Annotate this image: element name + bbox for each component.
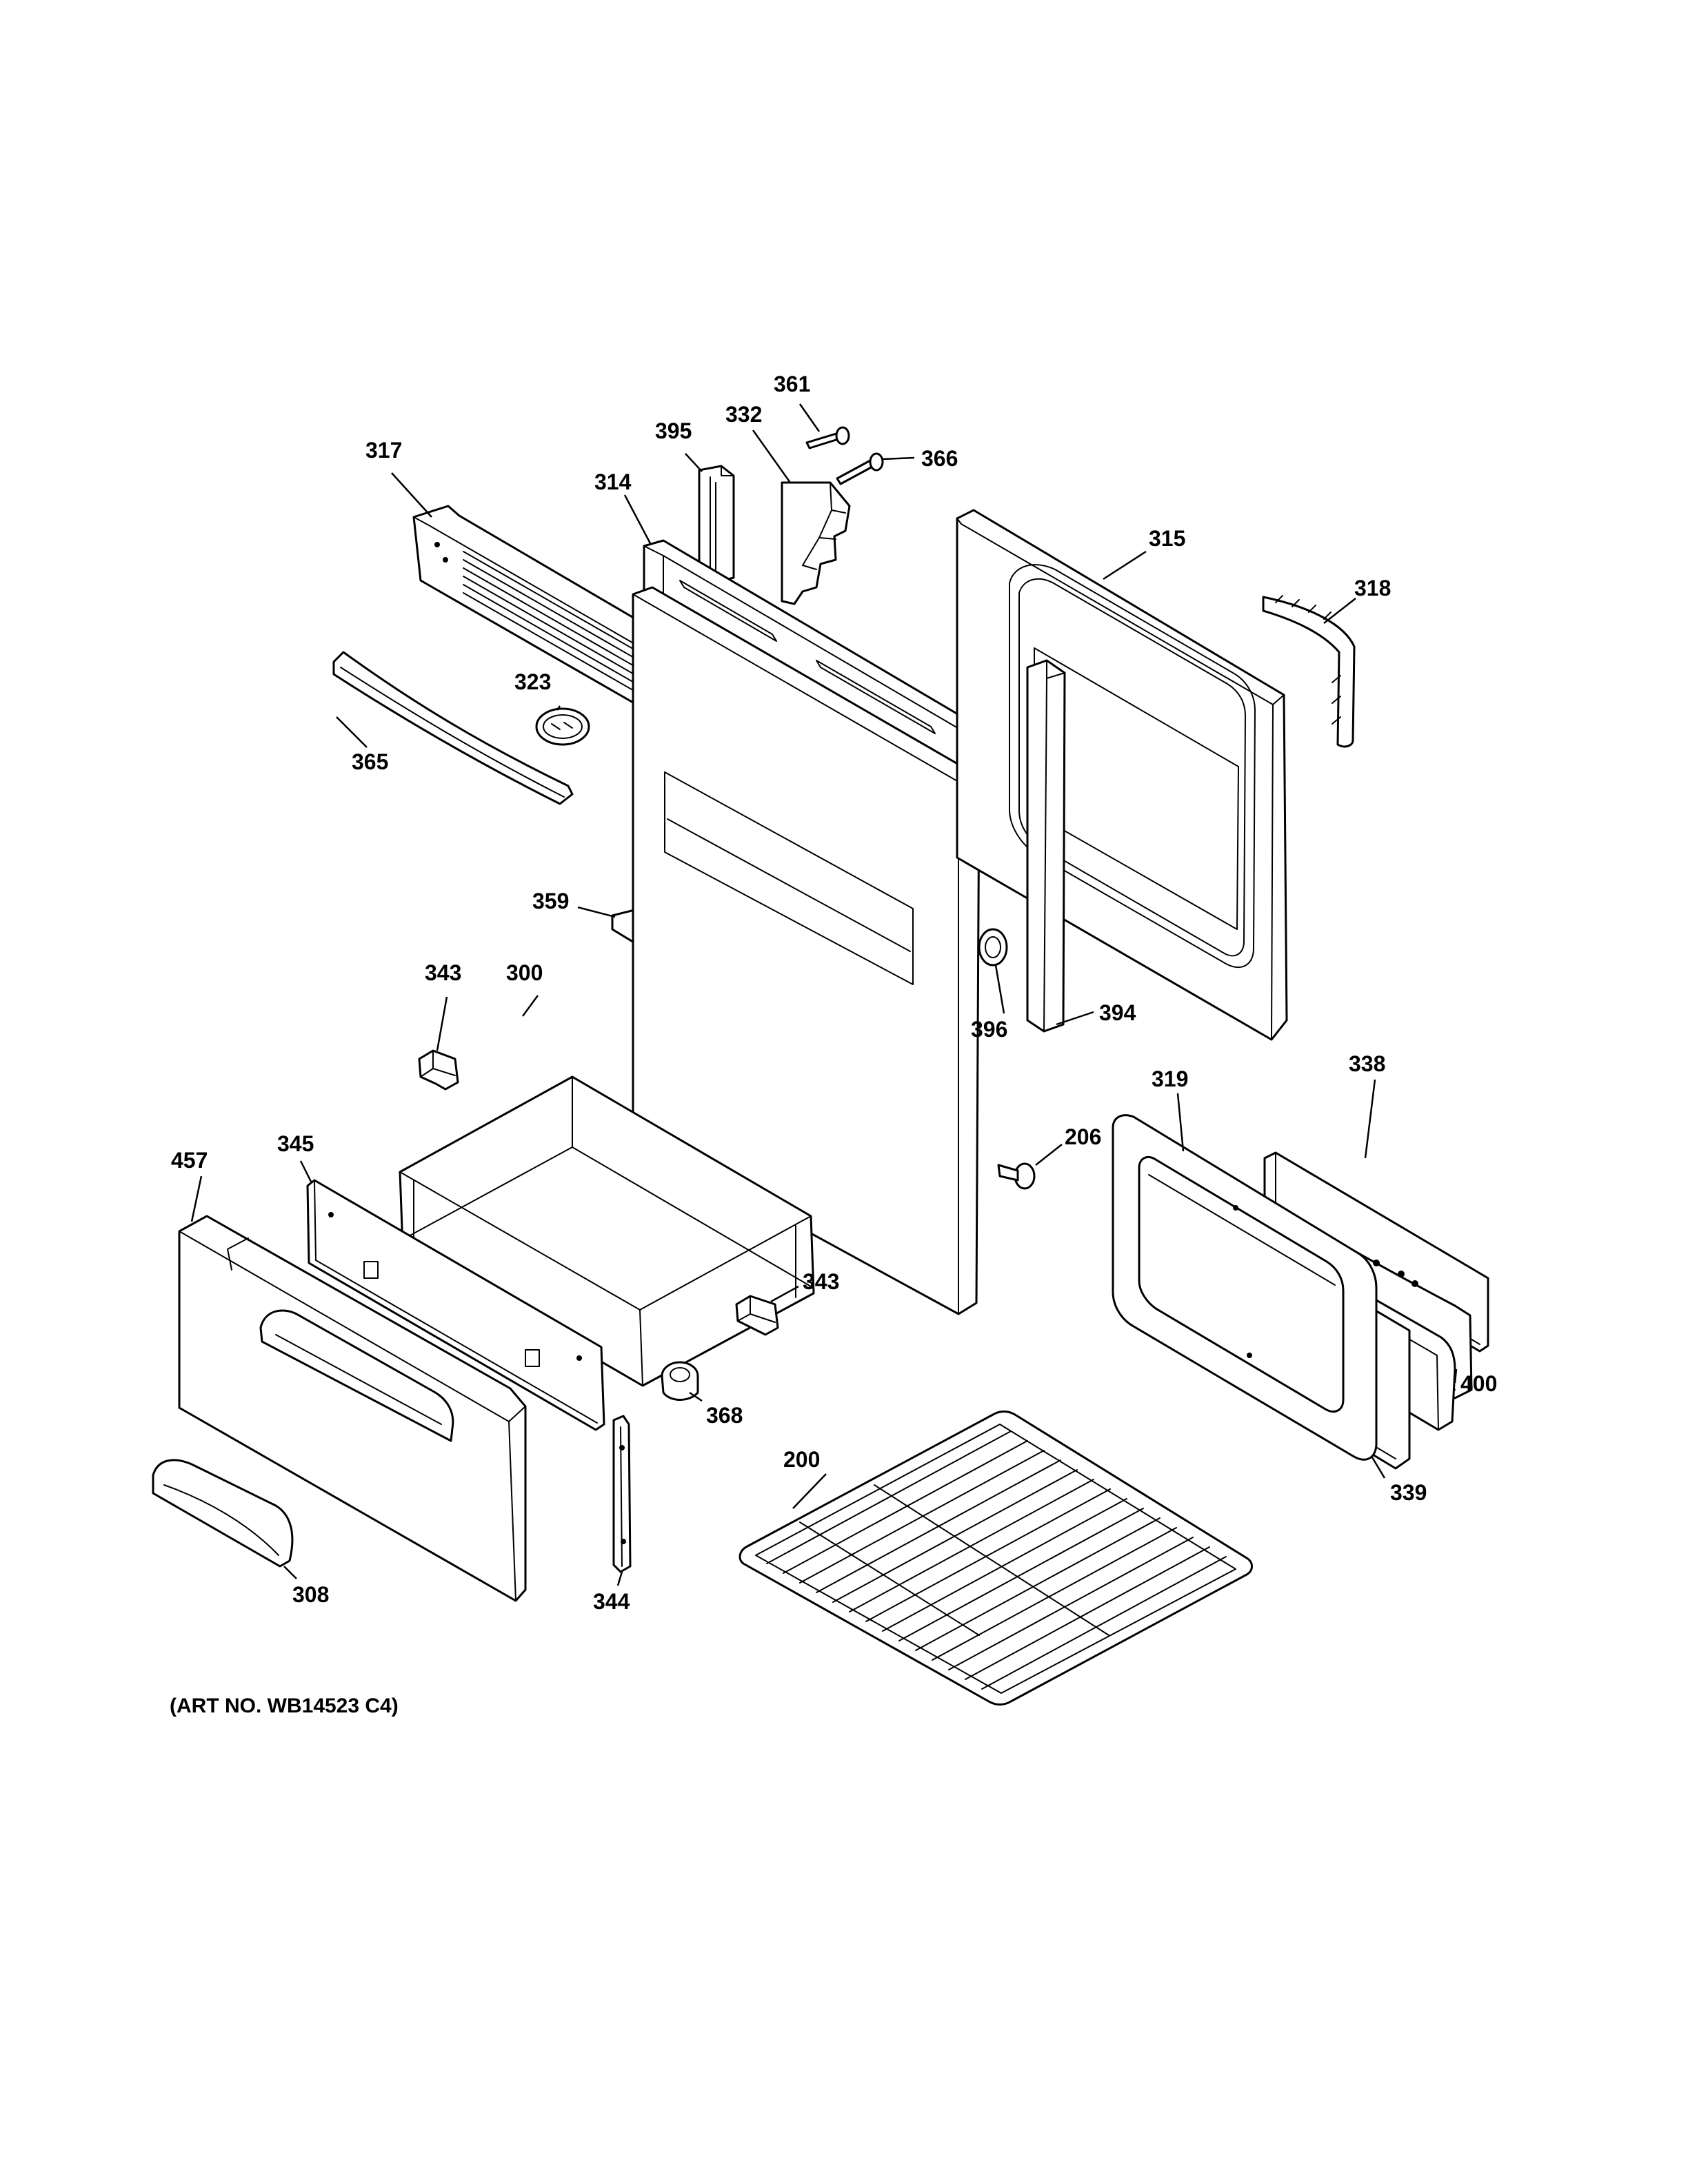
part-308-kick-plate bbox=[152, 1459, 294, 1568]
callout-394: 394 bbox=[1099, 1000, 1136, 1025]
callout-206: 206 bbox=[1065, 1124, 1101, 1149]
part-361-screw bbox=[805, 426, 850, 449]
callout-343b: 343 bbox=[803, 1269, 839, 1294]
part-332-block bbox=[781, 481, 851, 605]
art-number: (ART NO. WB14523 C4) bbox=[170, 1695, 399, 1717]
callout-359: 359 bbox=[532, 889, 569, 913]
callout-396: 396 bbox=[971, 1017, 1007, 1042]
callout-368: 368 bbox=[706, 1403, 743, 1428]
part-318-bracket bbox=[1262, 595, 1356, 748]
part-365-handle bbox=[332, 651, 574, 805]
part-394-hinge-channel bbox=[1026, 659, 1066, 1033]
part-339-glass-frame bbox=[1112, 1114, 1378, 1461]
callout-339: 339 bbox=[1390, 1480, 1427, 1505]
part-206-screw bbox=[997, 1162, 1036, 1190]
callout-345: 345 bbox=[277, 1131, 314, 1156]
part-344-slide-rail bbox=[612, 1415, 632, 1573]
callout-315: 315 bbox=[1149, 526, 1185, 551]
part-315-inner-liner bbox=[956, 509, 1288, 1041]
callout-332: 332 bbox=[725, 402, 762, 427]
callout-308: 308 bbox=[292, 1582, 329, 1607]
callout-365: 365 bbox=[352, 749, 388, 774]
callout-317: 317 bbox=[365, 438, 402, 463]
callout-319: 319 bbox=[1152, 1066, 1188, 1091]
part-366-screw bbox=[836, 452, 884, 485]
leader-lines bbox=[190, 403, 1458, 1586]
part-343-lower-bracket bbox=[735, 1295, 779, 1336]
part-396-grommet bbox=[978, 928, 1008, 967]
part-323-badge bbox=[535, 707, 590, 746]
callout-323: 323 bbox=[514, 669, 551, 694]
part-200-oven-rack bbox=[738, 1410, 1253, 1706]
part-343-upper-bracket bbox=[418, 1049, 459, 1091]
callout-400: 400 bbox=[1460, 1371, 1497, 1396]
callout-labels: 361 395 332 366 317 314 315 318 323 365 … bbox=[171, 372, 1497, 1614]
callout-343a: 343 bbox=[425, 960, 461, 985]
callout-344: 344 bbox=[593, 1589, 630, 1614]
callout-314: 314 bbox=[594, 469, 632, 494]
callout-338: 338 bbox=[1349, 1051, 1385, 1076]
callout-318: 318 bbox=[1354, 576, 1391, 600]
part-368-knob bbox=[661, 1361, 699, 1401]
part-345-drawer-panel bbox=[306, 1179, 605, 1431]
callout-366: 366 bbox=[921, 446, 958, 471]
callout-200: 200 bbox=[783, 1447, 820, 1472]
callout-300: 300 bbox=[506, 960, 543, 985]
part-457-drawer-front bbox=[178, 1215, 527, 1602]
callout-395: 395 bbox=[655, 418, 692, 443]
callout-361: 361 bbox=[774, 372, 810, 396]
callout-457: 457 bbox=[171, 1148, 208, 1173]
